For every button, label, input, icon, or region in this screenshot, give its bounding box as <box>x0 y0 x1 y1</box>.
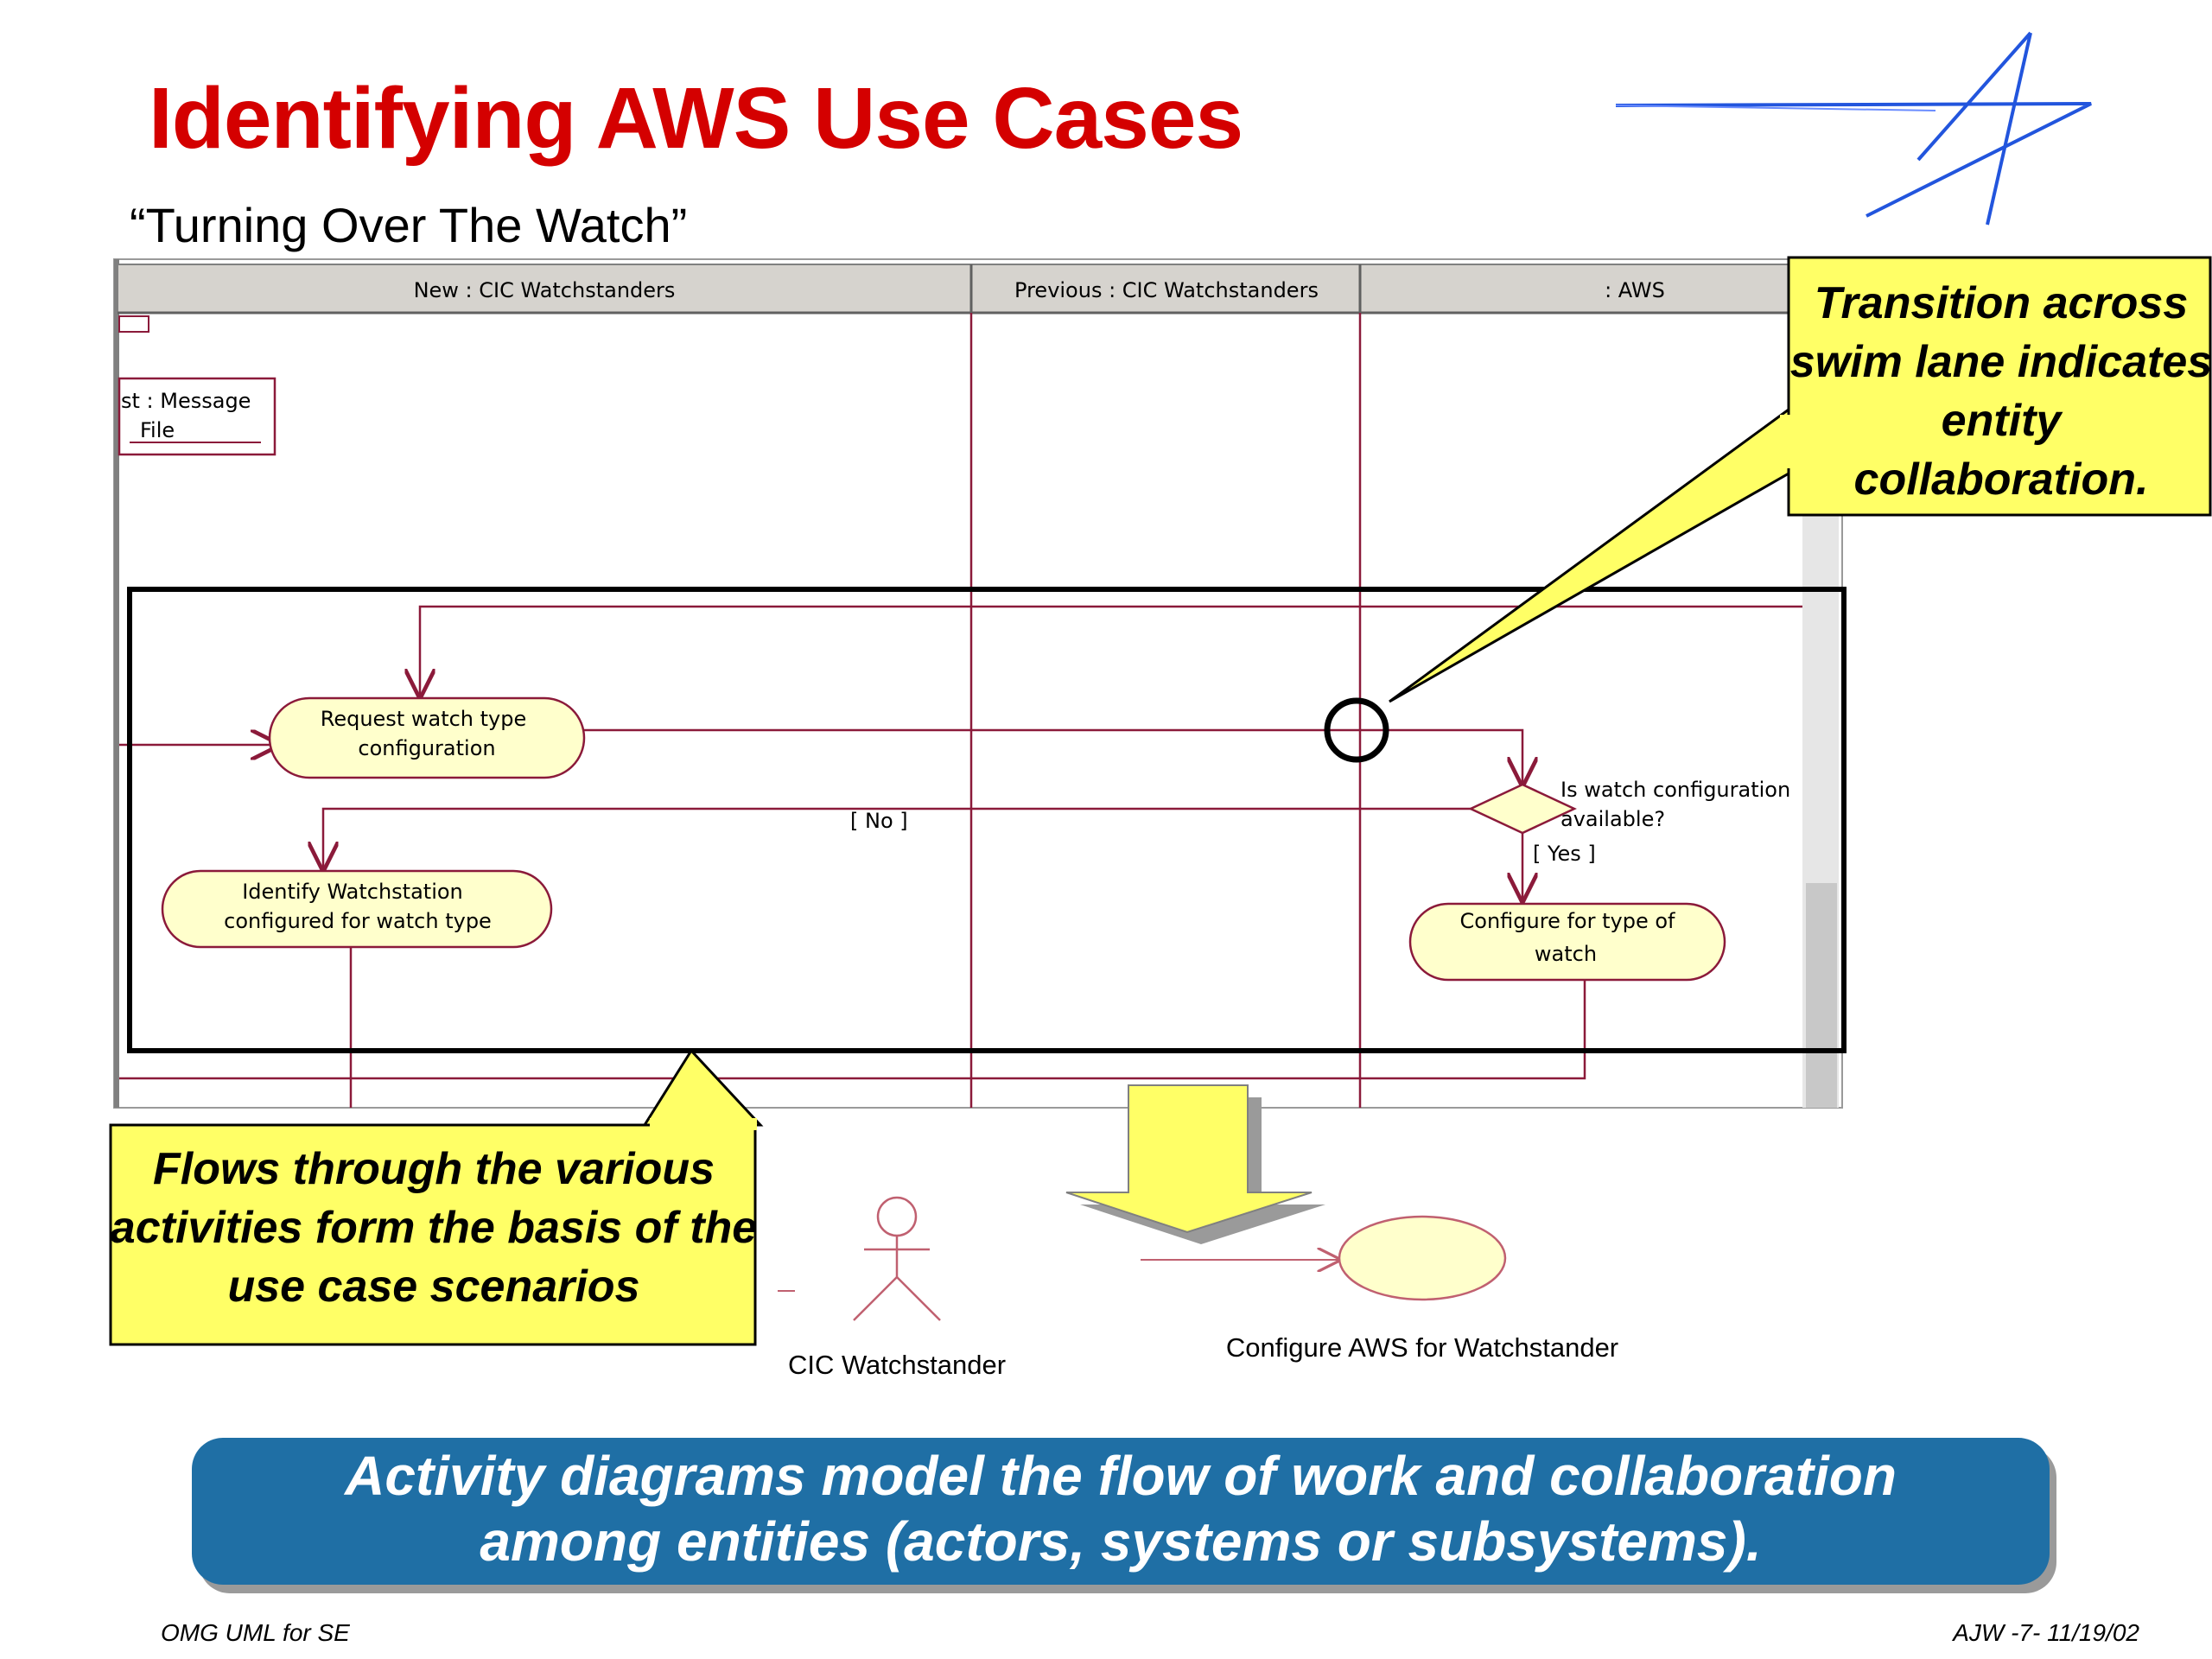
callout-transition: Transition across swim lane indicates en… <box>1389 256 2212 703</box>
usecase-label: Configure AWS for Watchstander <box>1226 1332 1618 1363</box>
logo-star-icon <box>1615 31 2092 226</box>
usecase-ellipse <box>1338 1215 1507 1301</box>
swimlane-header-previous: Previous : CIC Watchstanders <box>1014 278 1319 302</box>
transition-line-1: Transition across <box>1815 278 2189 328</box>
actor-label: CIC Watchstander <box>788 1350 1006 1380</box>
swimlane-header-new: New : CIC Watchstanders <box>414 278 676 302</box>
lane-label-aws: : AWS <box>1605 278 1665 302</box>
activity-identify-watchstation: Identify Watchstation configured for wat… <box>161 869 553 949</box>
activity-configure-for-watch: Configure for type of watch <box>1408 902 1726 982</box>
decision-diamond: Is watch configuration available? <box>1468 778 1790 835</box>
actor-stick-figure-icon <box>853 1196 941 1321</box>
activity-request-watch-type: Request watch type configuration <box>268 696 586 779</box>
decision-line2: available? <box>1560 807 1665 831</box>
down-arrow-icon <box>1065 1084 1325 1244</box>
banner-line-2: among entities (actors, systems or subsy… <box>480 1510 1762 1573</box>
message-file-line2: File <box>140 418 175 442</box>
flows-line-3: use case scenarios <box>228 1262 640 1312</box>
guard-yes-label: [ Yes ] <box>1533 842 1596 866</box>
request-line2: configuration <box>358 736 495 760</box>
summary-banner-text: Activity diagrams model the flow of work… <box>192 1443 2050 1574</box>
footer-right: AJW -7- 11/19/02 <box>1953 1619 2139 1646</box>
lane-label-new: New : CIC Watchstanders <box>414 278 676 302</box>
banner-line-1: Activity diagrams model the flow of work… <box>345 1445 1897 1507</box>
identify-line2: configured for watch type <box>224 909 492 933</box>
object-message-file: st : Message File <box>118 315 276 456</box>
slide-title: Identifying AWS Use Cases <box>149 70 1243 167</box>
flows-line-1: Flows through the various <box>153 1144 715 1194</box>
configure-line1: Configure for type of <box>1460 909 1676 933</box>
swimlane-header-aws: : AWS <box>1605 278 1665 302</box>
message-file-line1: st : Message <box>121 389 251 413</box>
transition-line-2: swim lane indicates <box>1790 337 2212 387</box>
transition-line-4: collaboration. <box>1854 454 2149 505</box>
transition-marker-circle <box>1324 697 1389 763</box>
identify-line1: Identify Watchstation <box>242 880 463 904</box>
transition-line-3: entity <box>1942 396 2064 446</box>
flows-line-2: activities form the basis of the <box>111 1203 757 1253</box>
slide-subtitle: “Turning Over The Watch” <box>130 198 688 252</box>
configure-line2: watch <box>1535 942 1597 966</box>
flow-lines <box>119 605 1802 1108</box>
highlight-box <box>127 587 1847 1053</box>
summary-banner <box>192 1438 2050 1585</box>
footer-left: OMG UML for SE <box>161 1619 350 1646</box>
callout-flows: Flows through the various activities for… <box>109 1048 764 1346</box>
guard-no-label: [ No ] <box>850 809 908 833</box>
request-line1: Request watch type <box>321 707 527 731</box>
lane-label-previous: Previous : CIC Watchstanders <box>1014 278 1319 302</box>
decision-line1: Is watch configuration <box>1560 778 1790 802</box>
